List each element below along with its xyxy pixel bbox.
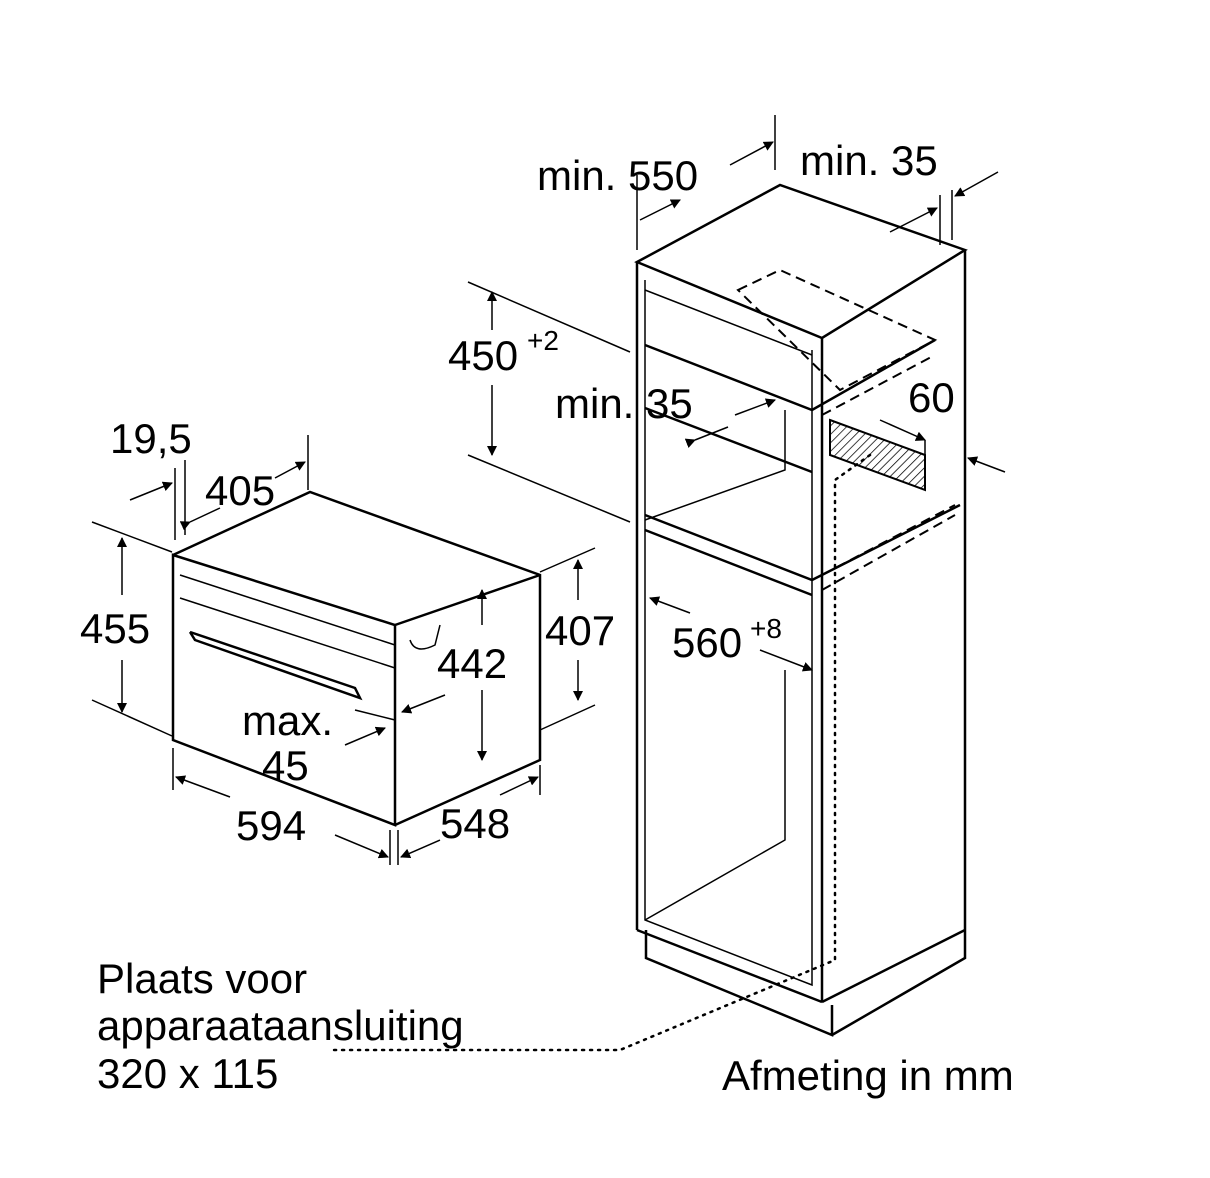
label-depth: 548 — [440, 800, 510, 847]
label-vent: 60 — [908, 374, 955, 421]
label-niche-width: 560 — [672, 619, 742, 666]
label-top-depth: 405 — [205, 467, 275, 514]
label-niche-height: 450 — [448, 332, 518, 379]
connection-note-line-3: 320 x 115 — [97, 1050, 278, 1097]
cabinet-dimensions — [467, 115, 1006, 672]
label-shelf-gap: min. 35 — [555, 380, 693, 427]
connection-note-line-2: apparaataansluiting — [97, 1002, 464, 1049]
label-rear-gap: min. 35 — [800, 137, 938, 184]
label-cabinet-depth: min. 550 — [537, 152, 698, 199]
label-front-height: 455 — [80, 605, 150, 652]
label-front-offset: 19,5 — [110, 415, 192, 462]
appliance-dimensions — [91, 435, 596, 865]
cabinet-drawing — [328, 183, 968, 1052]
connection-note-line-1: Plaats voor — [97, 955, 307, 1002]
label-niche-width-tol: +8 — [750, 613, 782, 644]
label-niche-height-tol: +2 — [527, 325, 559, 356]
appliance-drawing — [171, 490, 542, 827]
label-inner-height: 442 — [437, 640, 507, 687]
units-note: Afmeting in mm — [722, 1052, 1014, 1099]
label-handle-value: 45 — [262, 742, 309, 789]
label-width: 594 — [236, 802, 306, 849]
label-handle-max: max. — [242, 697, 333, 744]
label-body-height: 407 — [545, 607, 615, 654]
